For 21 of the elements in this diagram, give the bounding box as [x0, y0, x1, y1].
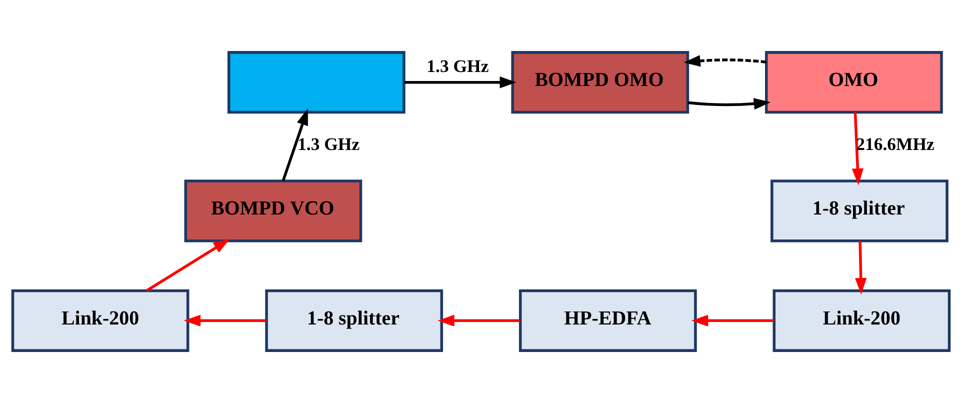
arrow — [438, 314, 520, 326]
arrow — [691, 314, 774, 326]
arrow — [855, 241, 867, 295]
arrow — [684, 55, 767, 67]
node-box: BOMPD OMO — [511, 51, 690, 114]
arrow — [404, 76, 516, 88]
arrow — [852, 112, 864, 186]
arrow — [688, 98, 771, 110]
node-box: BOMPD VCO — [184, 180, 362, 242]
edge-label: 1.3 GHz — [298, 134, 360, 154]
node-box: HP-EDFA — [518, 289, 697, 352]
node-box — [227, 51, 406, 114]
node-box: Link-200 — [772, 289, 951, 352]
edge-label: 1.3 GHz — [426, 56, 489, 76]
node-box: OMO — [765, 51, 943, 114]
arrow — [146, 238, 230, 292]
node-box: 1-8 splitter — [770, 180, 948, 242]
arrow — [184, 314, 267, 326]
node-box: Link-200 — [11, 289, 190, 352]
arrow — [282, 108, 308, 182]
node-box: 1-8 splitter — [265, 289, 444, 352]
